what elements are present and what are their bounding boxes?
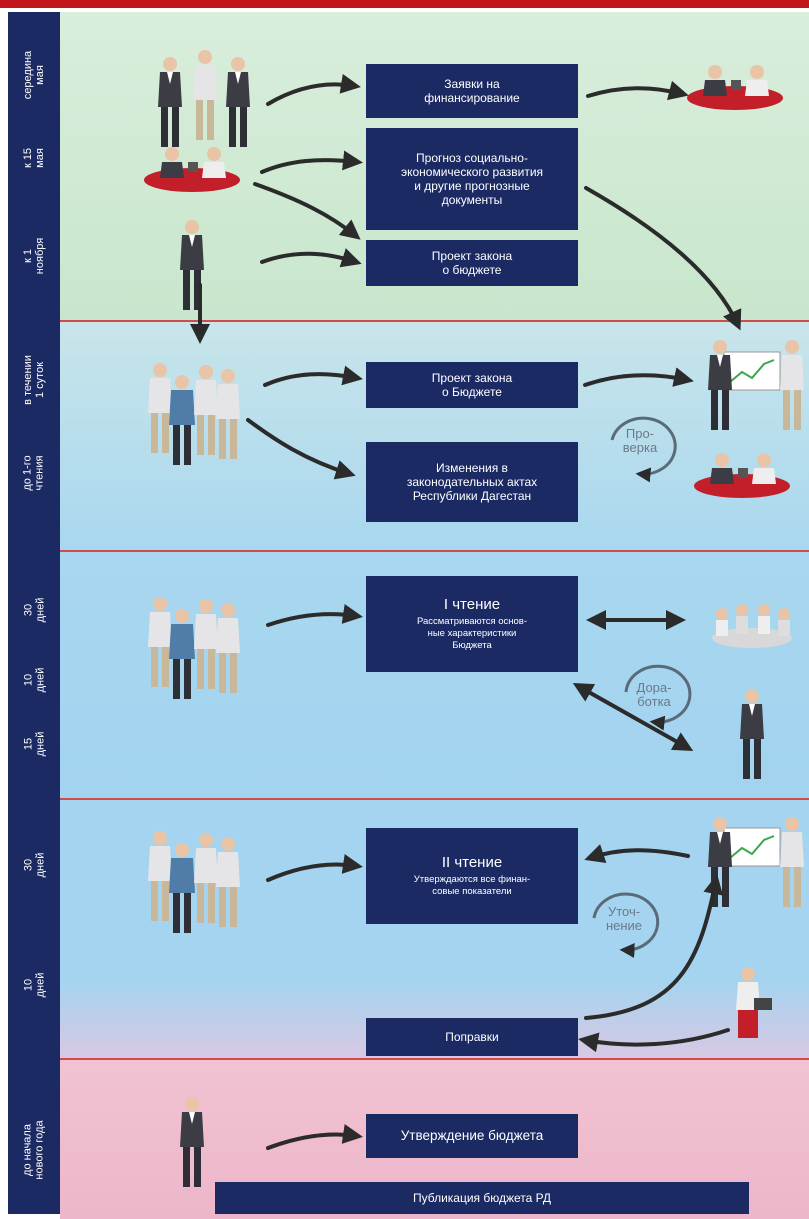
cycle-arrow	[624, 664, 692, 731]
round-table	[712, 604, 792, 648]
arrow	[253, 182, 361, 240]
people-group	[169, 843, 195, 933]
people-group	[148, 597, 172, 687]
presenter	[780, 817, 804, 907]
box-draft-budget-law-submitted: Проект закона о Бюджете	[366, 362, 578, 408]
box-budget-publication: Публикация бюджета РД	[215, 1182, 749, 1214]
box-budget-approval: Утверждение бюджета	[366, 1114, 578, 1158]
box-amendments: Поправки	[366, 1018, 578, 1056]
arrow	[572, 683, 694, 751]
people-group	[194, 833, 218, 923]
arrow	[260, 150, 363, 174]
arrow	[260, 248, 362, 268]
arrow	[583, 367, 694, 387]
desk-meeting	[144, 147, 240, 192]
cycle-label-check: Про- верка	[622, 426, 658, 455]
people-group	[169, 375, 195, 465]
arrow	[584, 844, 690, 864]
section-divider	[60, 1058, 809, 1060]
standing-official	[740, 689, 764, 779]
people-group	[148, 363, 172, 453]
cycle-arrow	[592, 892, 660, 958]
people-group	[216, 603, 240, 693]
section-divider	[60, 320, 809, 322]
presentation-board	[723, 351, 781, 391]
arrow	[578, 1028, 730, 1053]
cycle-label-refine: Дора- ботка	[636, 680, 672, 709]
arrow	[266, 604, 363, 627]
presentation-board	[723, 827, 781, 867]
people-group	[216, 369, 240, 459]
cycle-label-clarify: Уточ- нение	[605, 904, 643, 933]
arrow	[246, 418, 356, 480]
arrow	[266, 854, 363, 882]
laptop-user	[736, 967, 772, 1038]
timeline-bar	[8, 12, 60, 1214]
people-group	[193, 50, 217, 140]
people-group	[158, 57, 182, 147]
people-group	[169, 609, 195, 699]
box-legislative-changes: Изменения в законодательных актах Респуб…	[366, 442, 578, 522]
desk-meeting	[694, 453, 790, 498]
people-group	[148, 831, 172, 921]
arrow	[586, 80, 689, 101]
box-draft-budget-law: Проект закона о бюджете	[366, 240, 578, 286]
desk-meeting	[687, 65, 783, 110]
box-funding-requests: Заявки на финансирование	[366, 64, 578, 118]
presenter	[780, 340, 804, 430]
section-divider	[60, 798, 809, 800]
people-group	[194, 599, 218, 689]
arrow	[263, 365, 363, 387]
box-second-reading: II чтение Утверждаются все финан- совые …	[366, 828, 578, 924]
people-group	[216, 837, 240, 927]
cycle-arrow	[610, 416, 677, 483]
people-group	[226, 57, 250, 147]
arrow	[584, 186, 742, 331]
arrow	[266, 73, 361, 106]
standing-official	[180, 1097, 204, 1187]
box-first-reading: I чтение Рассматриваются основ- ные хара…	[366, 576, 578, 672]
top-red-bar	[0, 0, 809, 8]
arrow	[584, 874, 724, 1020]
arrow	[266, 1124, 363, 1150]
section-divider	[60, 550, 809, 552]
people-group	[194, 365, 218, 455]
box-forecast-documents: Прогноз социально- экономического развит…	[366, 128, 578, 230]
